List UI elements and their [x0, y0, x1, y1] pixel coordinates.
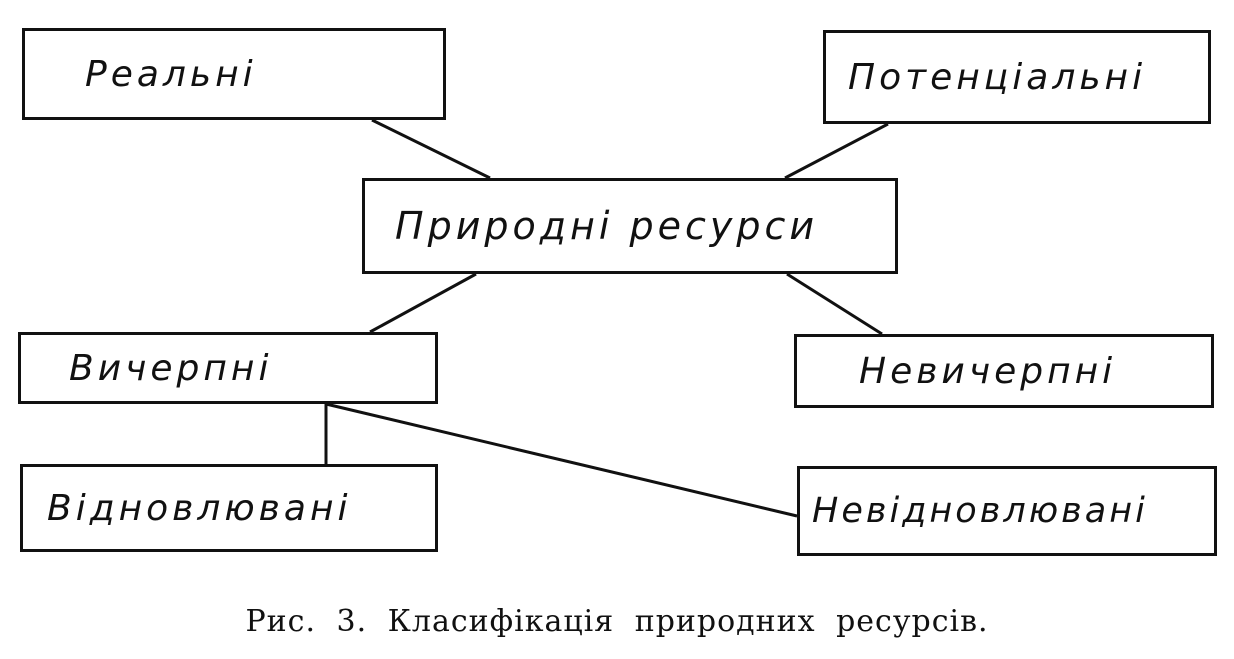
node-vidnovlyuvani-label: Відновлювані [47, 487, 352, 529]
node-nevycherpni: Невичерпні [794, 334, 1214, 408]
node-vycherpni: Вичерпні [18, 332, 438, 404]
node-nevycherpni-label: Невичерпні [859, 350, 1117, 392]
node-nevidnovlyuvani: Невідновлювані [797, 466, 1217, 556]
figure-caption: Рис. 3. Класифікація природних ресурсів. [245, 604, 989, 639]
edge-center-vycherpni [369, 272, 477, 334]
node-vidnovlyuvani: Відновлювані [20, 464, 438, 552]
node-nevidnovlyuvani-label: Невідновлювані [812, 491, 1148, 531]
node-realni: Реальні [22, 28, 446, 120]
node-vycherpni-label: Вичерпні [69, 347, 273, 389]
node-center-label: Природні ресурси [395, 204, 819, 248]
edge-center-nevycherpni [786, 272, 883, 336]
edge-vycherpni-nevidnovl [325, 402, 798, 518]
edge-center-potentsialni [784, 122, 889, 180]
edge-center-realni [371, 118, 491, 180]
node-realni-label: Реальні [85, 53, 257, 95]
node-pryrodni-resursy: Природні ресурси [362, 178, 898, 274]
node-potentsialni-label: Потенціальні [848, 56, 1147, 98]
node-potentsialni: Потенціальні [823, 30, 1211, 124]
